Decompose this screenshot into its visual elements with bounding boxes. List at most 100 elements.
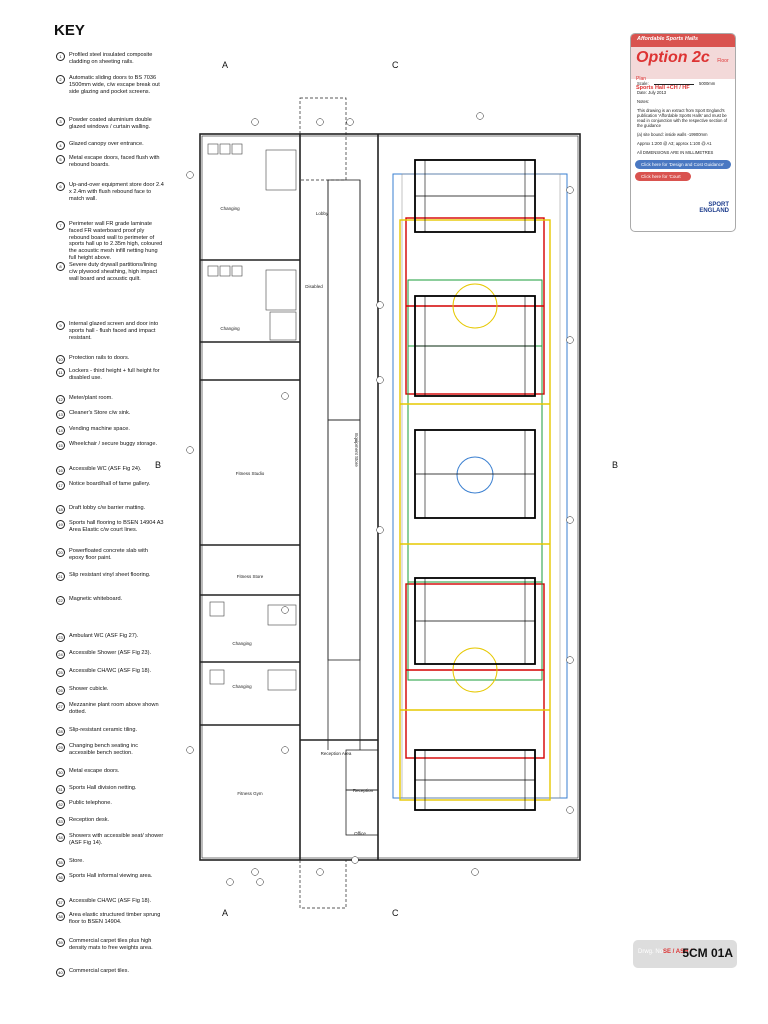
key-number: 8 (56, 262, 65, 271)
key-number: 14 (56, 426, 65, 435)
callout-bubble (376, 526, 384, 534)
sports-hall-courts (392, 159, 568, 811)
room-label-reception: Reception (353, 788, 374, 793)
callout-bubble (376, 301, 384, 309)
key-text: Magnetic whiteboard. (69, 596, 123, 602)
room-label-office: Office (354, 831, 366, 836)
callout-bubble (566, 186, 574, 194)
key-text: Protection rails to doors. (69, 355, 130, 361)
key-text: Showers with accessible seat/ shower (AS… (69, 833, 164, 846)
key-text: Mezzanine plant room above shown dotted. (69, 702, 159, 715)
key-number: 7 (56, 221, 65, 230)
key-number: 32 (56, 800, 65, 809)
key-item: 16 Accessible WC (ASF Fig 24). (56, 466, 164, 475)
key-item: 40 Commercial carpet tiles. (56, 968, 164, 977)
note-fig3: All DIMENSIONS ARE IN MILLIMETRES (637, 150, 714, 155)
key-number: 34 (56, 833, 65, 842)
key-number: 23 (56, 633, 65, 642)
callout-bubble (566, 516, 574, 524)
key-text: Commercial carpet tiles. (69, 968, 129, 974)
hall-outline (401, 173, 561, 799)
section-marker-c-bottom: C (392, 908, 399, 918)
key-number: 17 (56, 481, 65, 490)
key-text: Reception desk. (69, 817, 110, 823)
centre-circle-top (452, 283, 498, 329)
key-text: Perimeter wall FR grade laminate faced F… (69, 221, 163, 261)
key-number: 40 (56, 968, 65, 977)
key-number: 30 (56, 768, 65, 777)
key-item: 30 Metal escape doors. (56, 768, 164, 777)
key-text: Accessible Shower (ASF Fig 23). (69, 650, 152, 656)
design-guidance-link[interactable]: Click here for 'Design and Cost Guidance… (635, 160, 731, 169)
callout-bubble (251, 118, 259, 126)
callout-bubble (566, 806, 574, 814)
key-item: 7 Perimeter wall FR grade laminate faced … (56, 221, 164, 262)
note-fig1: (a) site bound: inside walls ‑19900mm (637, 132, 708, 137)
drawing-code: SE / ASH / (663, 949, 692, 955)
key-text: Sports Hall informal viewing area. (69, 873, 153, 879)
room-label-fitness-gym: Fitness Gym (237, 791, 263, 796)
key-text: Cleaner's Store c/w sink. (69, 410, 131, 416)
room-label-changing-mid: Changing (220, 326, 240, 331)
key-number: 37 (56, 898, 65, 907)
callout-bubble (186, 446, 194, 454)
callout-bubble (346, 118, 354, 126)
callout-bubble (281, 746, 289, 754)
key-number: 15 (56, 441, 65, 450)
callout-bubble (281, 606, 289, 614)
date-row: Date: July 2013 (637, 90, 667, 95)
key-text: Draft lobby c/w barrier matting. (69, 505, 146, 511)
callout-bubble (316, 118, 324, 126)
note-fig2: Approx 1:200 @ A3; approx 1:100 @ A1 (637, 141, 712, 146)
callout-bubble (566, 656, 574, 664)
sport-england-logo: SPORT ENGLAND (699, 202, 729, 214)
room-label-lobby: Lobby (316, 211, 329, 216)
key-number: 11 (56, 368, 65, 377)
logo-line-1: SPORT (708, 202, 729, 208)
key-number: 28 (56, 727, 65, 736)
key-text: Powerfloated concrete slab with epoxy fl… (69, 548, 148, 561)
building-walls (199, 97, 581, 909)
option-block: Option 2c Floor Plan Sports Hall +CH / H… (631, 47, 735, 91)
scale-bar (653, 84, 694, 85)
title-banner: Affordable Sports Halls (631, 34, 735, 47)
key-number: 26 (56, 686, 65, 695)
option-subtitle: Sports Hall +CH / HF (636, 85, 690, 91)
key-item: 33 Reception desk. (56, 817, 164, 826)
key-panel: KEY (54, 22, 164, 45)
logo-line-2: ENGLAND (699, 208, 729, 214)
key-number: 16 (56, 466, 65, 475)
callout-bubble (226, 878, 234, 886)
callout-bubble (316, 868, 324, 876)
key-number: 12 (56, 395, 65, 404)
key-text: Profiled steel insulated composite cladd… (69, 52, 153, 65)
key-text: Accessible WC (ASF Fig 24). (69, 466, 142, 472)
room-label-fitness-store: Fitness Store (237, 574, 264, 579)
drawing-number-block: Drwg. No. SE / ASH / 5CM 01A (633, 940, 737, 968)
floor-plan-label: Floor Plan (636, 58, 729, 82)
drawing-number-label: Drwg. No. (638, 949, 665, 955)
court-guide-link[interactable]: Click here for 'Court Guide' (635, 172, 691, 186)
key-text: Changing bench seating inc accessible be… (69, 743, 139, 756)
key-text: Commercial carpet tiles plus high densit… (69, 938, 153, 951)
key-item: 34 Showers with accessible seat/ shower (… (56, 833, 164, 847)
key-text: Metal escape doors. (69, 768, 120, 774)
key-number: 33 (56, 817, 65, 826)
key-number: 5 (56, 155, 65, 164)
room-label-changing-a: Changing (232, 641, 252, 646)
callout-bubbles (186, 112, 574, 886)
netball-court (407, 279, 543, 681)
key-text: Public telephone. (69, 800, 112, 806)
centre-circle-mid (456, 456, 494, 494)
